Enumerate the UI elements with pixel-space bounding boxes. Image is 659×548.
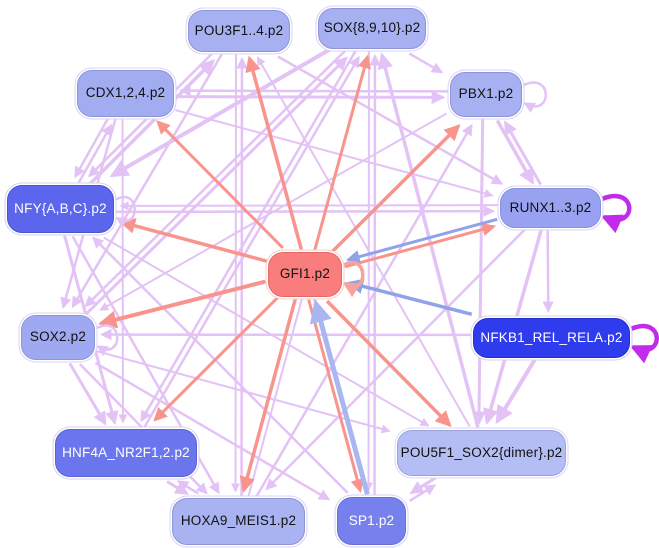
edge-gfi1-to-runx xyxy=(344,222,497,269)
node-runx[interactable]: RUNX1..3.p2 xyxy=(500,188,601,228)
node-sox2[interactable]: SOX2.p2 xyxy=(21,315,95,360)
node-sp1[interactable]: SP1.p2 xyxy=(337,497,406,545)
self-loop-sox2 xyxy=(95,324,119,357)
self-loop-nfkb1 xyxy=(629,324,659,364)
edge-gfi1-to-cdx xyxy=(156,120,284,249)
node-nfy[interactable]: NFY{A,B,C}.p2 xyxy=(7,185,114,233)
edge-gfi1-to-sox2 xyxy=(98,279,266,329)
edge-runx-to-pbx1 xyxy=(504,120,542,186)
edge-nfkb1-to-pou5f1sox2 xyxy=(495,357,538,425)
edge-runx-to-hoxa9meis1 xyxy=(265,227,528,491)
edge-pbx1-to-pou5f1sox2 xyxy=(472,118,486,426)
edge-runx-to-nfkb1 xyxy=(542,230,554,314)
node-pou3f1[interactable]: POU3F1..4.p2 xyxy=(188,10,290,52)
self-loop-pbx1 xyxy=(522,81,547,113)
edge-nfkb1-to-gfi1 xyxy=(347,278,473,317)
edge-sox8910-to-sox2 xyxy=(84,47,348,308)
node-nfkb1[interactable]: NFKB1_REL_RELA.p2 xyxy=(473,318,630,358)
self-loop-nfy xyxy=(114,196,136,228)
edge-gfi1-to-sp1 xyxy=(307,299,364,494)
edge-sox2-to-hnf4a xyxy=(68,362,107,426)
edge-sp1-to-gfi1 xyxy=(309,299,370,495)
edge-gfi1-to-hoxa9meis1 xyxy=(239,297,298,493)
edge-hoxa9meis1-to-hnf4a xyxy=(176,480,199,495)
node-gfi1[interactable]: GFI1.p2 xyxy=(268,252,342,297)
edge-runx-to-gfi1 xyxy=(345,217,498,264)
node-label: PBX1.p2 xyxy=(458,86,514,102)
edge-sox8910-to-nfy xyxy=(109,46,333,178)
edge-gfi1-to-pou5f1sox2 xyxy=(325,299,452,428)
self-loop-gfi1 xyxy=(342,261,365,298)
edge-pou3f1-to-sox2 xyxy=(71,51,224,309)
node-label: CDX1,2,4.p2 xyxy=(85,85,166,101)
node-label: POU3F1..4.p2 xyxy=(194,22,284,38)
edge-sox2-to-sp1 xyxy=(94,361,331,501)
edge-sox8910-to-hnf4a xyxy=(140,48,358,423)
edge-gfi1-to-sox8910 xyxy=(313,54,371,252)
node-label: SP1.p2 xyxy=(348,512,395,528)
edge-sp1-to-pou5f1sox2 xyxy=(408,484,437,503)
node-hnf4a[interactable]: HNF4A_NR2F1,2.p2 xyxy=(55,429,197,477)
node-cdx[interactable]: CDX1,2,4.p2 xyxy=(77,70,174,117)
node-label: GFI1.p2 xyxy=(279,266,331,282)
edge-cdx-to-nfy xyxy=(74,116,110,179)
node-sox8910[interactable]: SOX{8,9,10}.p2 xyxy=(318,8,426,49)
edge-pou5f1sox2-to-pou3f1 xyxy=(256,56,471,428)
node-pou5f1sox2[interactable]: POU5F1_SOX2{dimer}.p2 xyxy=(397,430,566,476)
self-loop-runx xyxy=(600,193,632,234)
node-label: SOX{8,9,10}.p2 xyxy=(323,20,421,36)
edge-pbx1-to-sox2 xyxy=(99,112,448,311)
edge-gfi1-to-nfy xyxy=(119,218,268,263)
node-label: NFY{A,B,C}.p2 xyxy=(14,200,107,216)
edge-nfy-to-pou3f1 xyxy=(87,59,216,187)
node-label: POU5F1_SOX2{dimer}.p2 xyxy=(400,444,563,460)
edge-runx-to-nfy xyxy=(119,201,498,211)
edge-gfi1-to-hnf4a xyxy=(153,295,280,422)
node-label: HOXA9_MEIS1.p2 xyxy=(180,513,297,529)
node-label: SOX2.p2 xyxy=(29,329,87,345)
edge-gfi1-to-pbx1 xyxy=(330,124,461,254)
node-label: NFKB1_REL_RELA.p2 xyxy=(480,329,623,345)
edge-pou5f1sox2-to-sox8910 xyxy=(377,52,480,428)
node-hoxa9meis1[interactable]: HOXA9_MEIS1.p2 xyxy=(172,498,305,545)
edge-nfy-to-runx xyxy=(116,205,496,217)
edge-pbx1-to-runx xyxy=(495,119,535,185)
edge-sp1-to-nfy xyxy=(92,236,349,494)
edge-cdx-to-pbx1 xyxy=(175,90,446,105)
node-label: RUNX1..3.p2 xyxy=(509,199,592,215)
node-label: HNF4A_NR2F1,2.p2 xyxy=(62,444,190,460)
edge-sox8910-to-pbx1 xyxy=(408,52,444,74)
edge-gfi1-to-pou3f1 xyxy=(245,55,303,250)
edge-hnf4a-to-sox8910 xyxy=(142,55,360,430)
node-pbx1[interactable]: PBX1.p2 xyxy=(450,72,522,117)
edge-pou5f1sox2-to-sp1 xyxy=(409,474,441,495)
edge-pou3f1-to-runx xyxy=(277,55,504,185)
